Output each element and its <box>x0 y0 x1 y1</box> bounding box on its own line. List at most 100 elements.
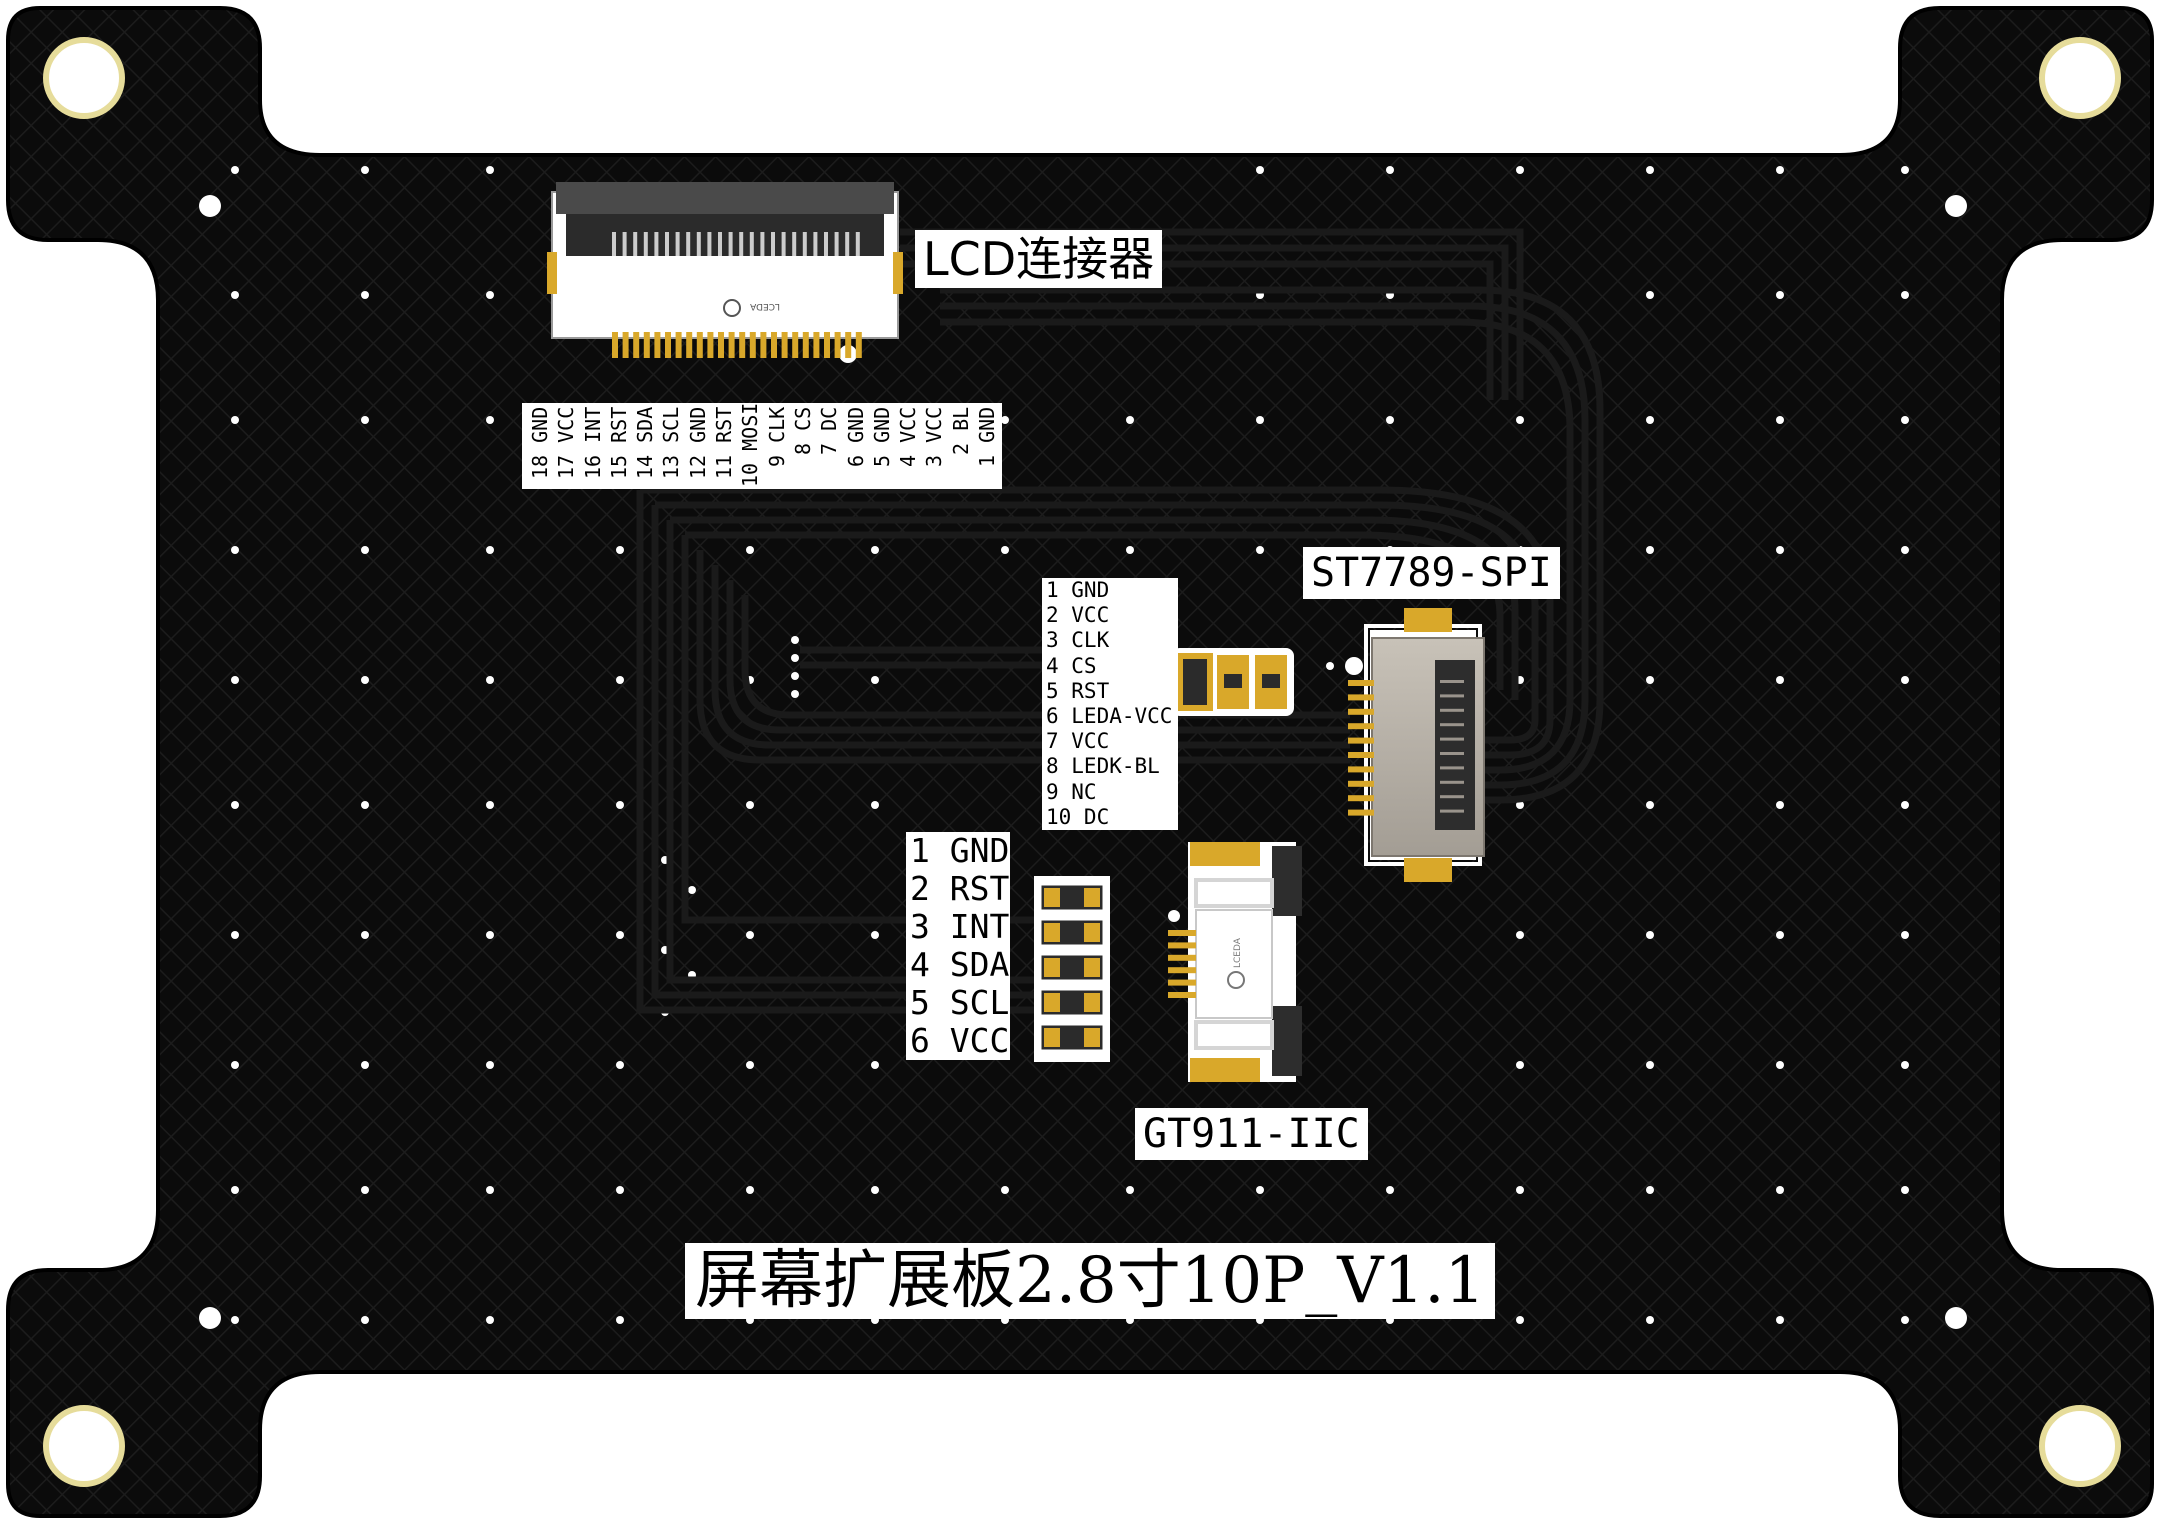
via <box>1901 1316 1909 1324</box>
via <box>231 1316 239 1324</box>
via <box>486 166 494 174</box>
via <box>1516 1186 1524 1194</box>
svg-text:LCEDA: LCEDA <box>749 301 780 311</box>
via <box>1901 291 1909 299</box>
via <box>871 1061 879 1069</box>
via <box>1646 1186 1654 1194</box>
via <box>106 801 114 809</box>
via <box>1776 1061 1784 1069</box>
via <box>1256 166 1264 174</box>
lcd-pin-label: 16 INT <box>580 407 605 480</box>
via <box>1646 801 1654 809</box>
gt911-fpc-connector: LCEDA <box>1168 842 1302 1082</box>
gt911-label: GT911-IIC <box>1135 1108 1368 1160</box>
lcd-pin-label: 15 RST <box>606 407 631 480</box>
via <box>1776 1316 1784 1324</box>
lcd-pin-label: 4 VCC <box>896 407 921 468</box>
via <box>746 801 754 809</box>
via <box>1901 1186 1909 1194</box>
via <box>106 676 114 684</box>
via <box>791 690 799 698</box>
lcd-pin-label: 8 CS <box>790 407 815 456</box>
via <box>1646 166 1654 174</box>
via <box>1326 662 1334 670</box>
via <box>2036 416 2044 424</box>
lcd-pin-label: 14 SDA <box>633 407 658 480</box>
via <box>361 801 369 809</box>
via <box>1646 546 1654 554</box>
via <box>1516 416 1524 424</box>
via <box>231 1186 239 1194</box>
via <box>791 636 799 644</box>
via <box>871 931 879 939</box>
lcd-connector-label: LCD连接器 <box>915 230 1163 288</box>
st7789-pin-label: 6 LEDA-VCC <box>1046 703 1173 728</box>
via <box>486 416 494 424</box>
via <box>1256 416 1264 424</box>
via <box>486 1186 494 1194</box>
via <box>616 676 624 684</box>
via <box>1386 1186 1394 1194</box>
via <box>616 1316 624 1324</box>
lcd-pin-label: 11 RST <box>712 407 736 480</box>
via <box>1776 1186 1784 1194</box>
st7789-fpc-connector <box>1348 608 1485 882</box>
via <box>2036 1061 2044 1069</box>
via <box>231 931 239 939</box>
via <box>2036 676 2044 684</box>
via-grid <box>106 166 2044 1324</box>
via <box>791 654 799 662</box>
via <box>1256 546 1264 554</box>
via <box>688 886 696 894</box>
gt911-resistor-array <box>1034 876 1110 1062</box>
lcd-pin-label: 18 GND <box>527 407 552 480</box>
via <box>616 1061 624 1069</box>
mounting-holes <box>43 37 2121 1487</box>
via <box>1776 546 1784 554</box>
lcd-pin-label: 12 GND <box>685 407 710 480</box>
board-title: 屏幕扩展板2.8寸10P_V1.1 <box>685 1243 1496 1319</box>
st7789-pin-label: 9 NC <box>1046 779 1097 804</box>
via <box>746 1061 754 1069</box>
via <box>1126 1186 1134 1194</box>
via <box>871 801 879 809</box>
via <box>231 416 239 424</box>
via <box>361 1186 369 1194</box>
via <box>1646 291 1654 299</box>
via <box>231 546 239 554</box>
lcd-pin-label: 5 GND <box>869 407 894 468</box>
via <box>106 291 114 299</box>
gt911-pin-label: 2 RST <box>910 869 1010 908</box>
easyeda-logo-icon: LCEDA <box>1227 937 1245 989</box>
via <box>486 1061 494 1069</box>
via <box>746 1186 754 1194</box>
via <box>1901 166 1909 174</box>
via <box>1001 1186 1009 1194</box>
via <box>871 676 879 684</box>
via <box>2036 291 2044 299</box>
via <box>486 676 494 684</box>
via <box>2036 1186 2044 1194</box>
via <box>1776 801 1784 809</box>
via <box>1646 1061 1654 1069</box>
via <box>1776 676 1784 684</box>
mounting-hole-bottom-right <box>2039 1405 2121 1487</box>
mounting-hole-top-left <box>43 37 125 119</box>
via <box>1001 416 1009 424</box>
gt911-pin-label: 1 GND <box>910 831 1010 870</box>
via <box>106 1061 114 1069</box>
via <box>1256 1186 1264 1194</box>
lcd-pin-label: 6 GND <box>843 407 868 468</box>
via <box>616 801 624 809</box>
st7789-pin-label: 10 DC <box>1046 804 1110 829</box>
via <box>1901 546 1909 554</box>
via <box>1001 546 1009 554</box>
lcd-pin-label: 2 BL <box>948 407 973 456</box>
via <box>361 931 369 939</box>
via <box>1516 1061 1524 1069</box>
st7789-capacitors <box>1172 648 1294 716</box>
st7789-pin-label: 5 RST <box>1046 678 1110 703</box>
via <box>1126 416 1134 424</box>
